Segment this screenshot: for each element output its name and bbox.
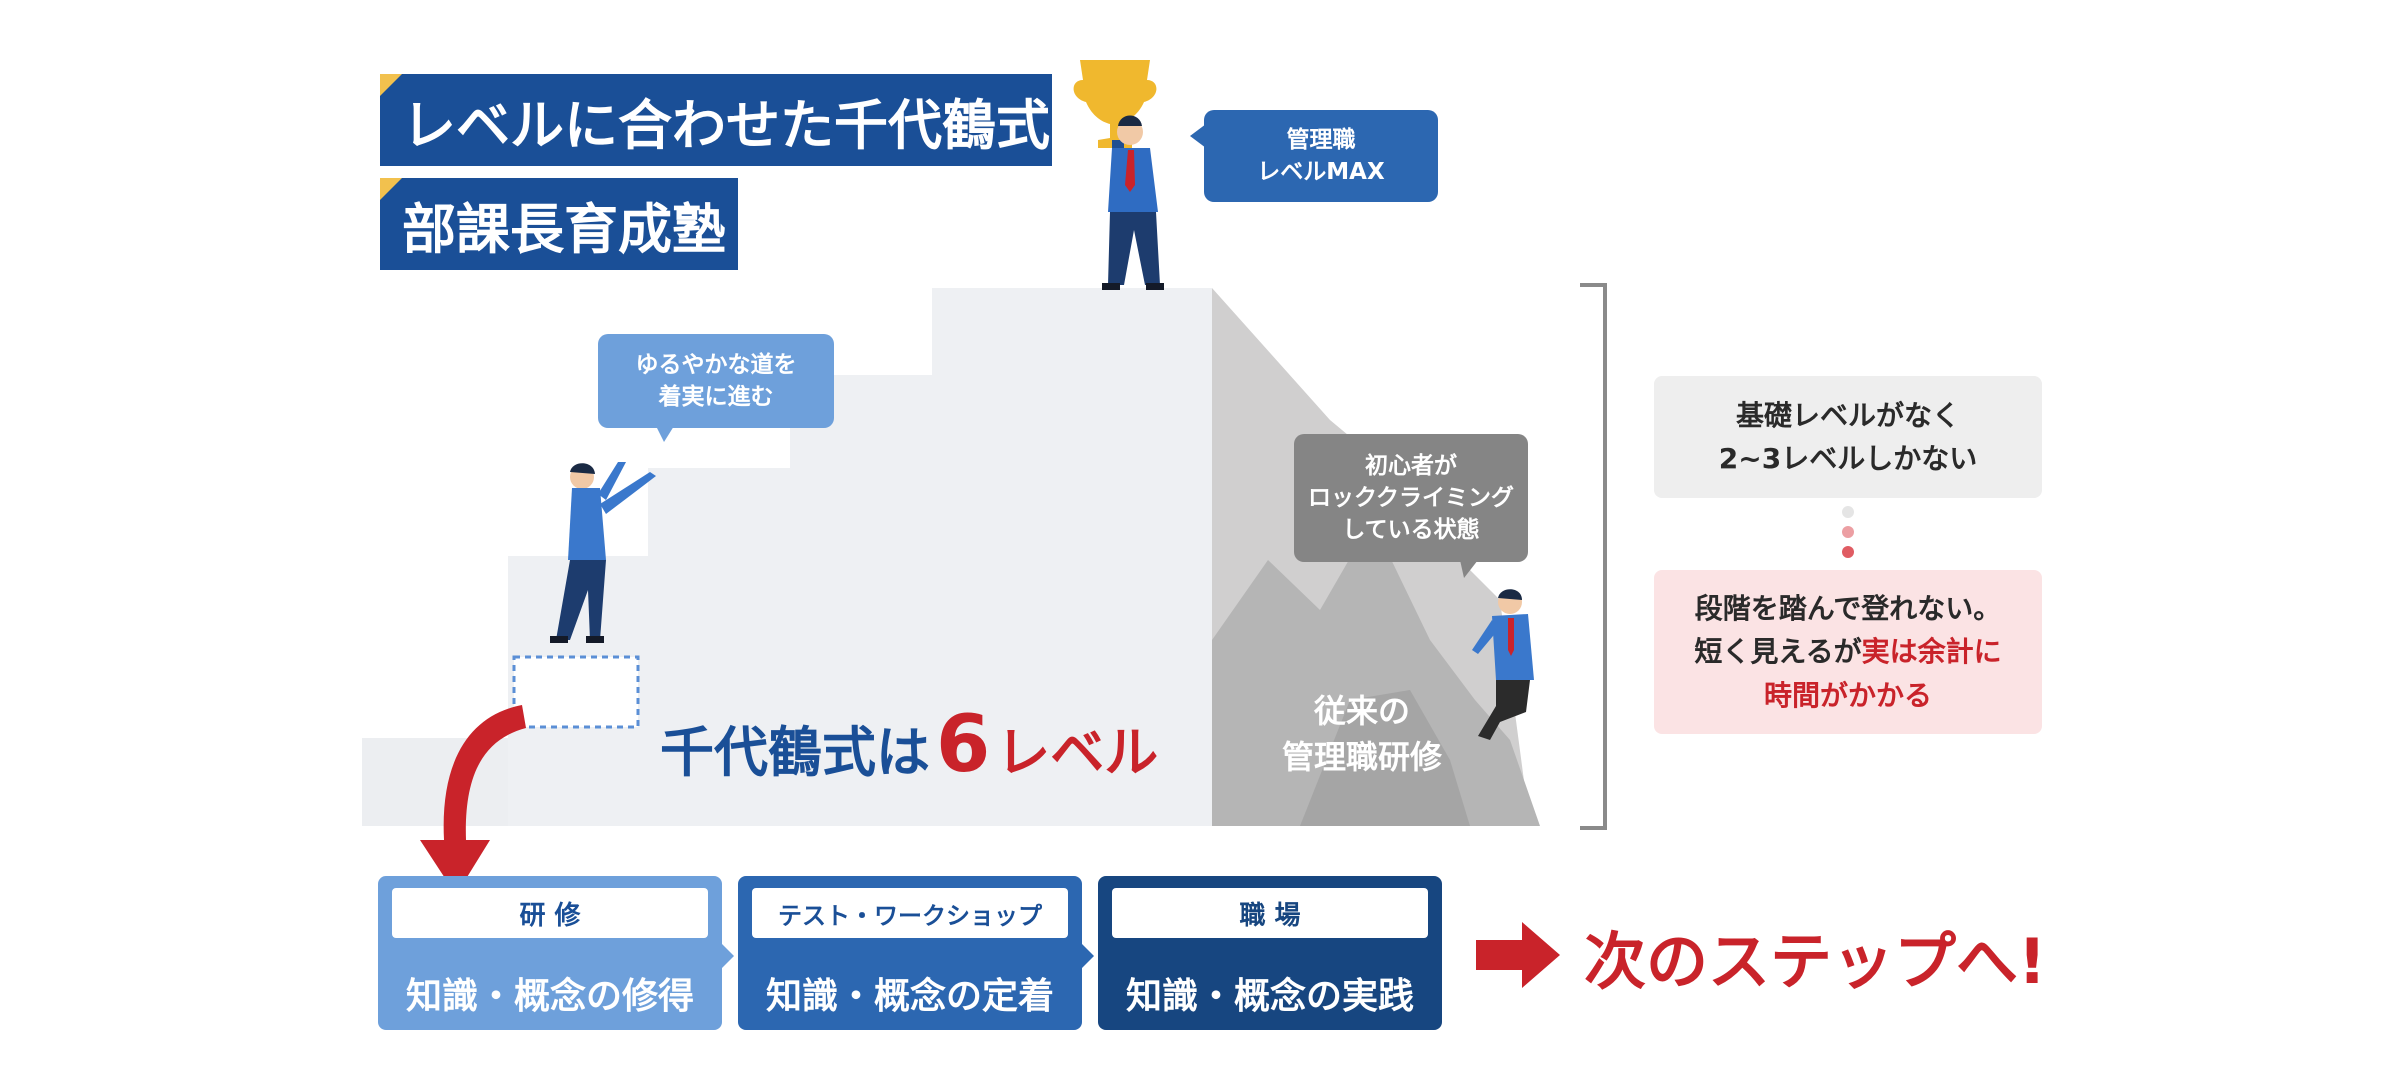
dot	[1842, 506, 1854, 518]
stair-step-4	[790, 468, 932, 826]
process-card-workplace: 職 場 知識・概念の実践	[1098, 876, 1442, 1030]
stairs-label-prefix: 千代鶴式は	[660, 721, 930, 784]
process-tag: テスト・ワークショップ	[752, 888, 1068, 938]
stair-step-5	[932, 375, 1076, 826]
process-connector	[1082, 944, 1094, 968]
gentle-path-bubble: ゆるやかな道を 着実に進む	[598, 334, 834, 428]
title-corner-decoration	[380, 74, 402, 96]
title-line-1: レベルに合わせた千代鶴式	[380, 74, 1052, 166]
beginner-bubble-tail	[1460, 560, 1478, 578]
stairs-label-number: 6	[936, 700, 991, 790]
dot	[1842, 546, 1854, 558]
gentle-path-bubble-tail	[656, 426, 674, 442]
curved-arrow-icon	[420, 705, 526, 895]
manager-bubble-tail	[1190, 124, 1206, 148]
trophy-icon	[1073, 60, 1157, 148]
process-tag: 職 場	[1112, 888, 1428, 938]
process-card-test-workshop: テスト・ワークショップ 知識・概念の定着	[738, 876, 1082, 1030]
next-step-text: 次のステップへ!	[1584, 925, 2047, 998]
process-main: 知識・概念の修得	[405, 976, 694, 1017]
mountain-shade	[1300, 690, 1470, 826]
title-line-2: 部課長育成塾	[380, 178, 738, 270]
process-main: 知識・概念の実践	[1125, 976, 1414, 1017]
arrow-right-icon	[1476, 922, 1560, 988]
title-corner-decoration	[380, 178, 402, 200]
mountain-front	[1212, 520, 1540, 826]
process-tag: 研 修	[392, 888, 708, 938]
dot	[1842, 526, 1854, 538]
stairs-label-suffix: レベル	[996, 721, 1159, 784]
note-no-basic-level: 基礎レベルがなく 2~3レベルしかない	[1654, 376, 2042, 498]
note-takes-longer: 段階を踏んで登れない。 短く見えるが実は余計に 時間がかかる	[1654, 570, 2042, 734]
manager-bubble: 管理職 レベルMAX	[1204, 110, 1438, 202]
stair-step-6	[1076, 288, 1212, 826]
stairs-label: 千代鶴式は 6 レベル	[660, 700, 1158, 790]
beginner-bubble: 初心者が ロッククライミング している状態	[1294, 434, 1528, 562]
process-card-training: 研 修 知識・概念の修得	[378, 876, 722, 1030]
process-main: 知識・概念の定着	[765, 976, 1054, 1017]
empty-step-placeholder	[512, 655, 640, 729]
process-connector	[722, 944, 734, 968]
stair-step-3	[648, 556, 790, 826]
stair-climber-figure	[550, 462, 656, 643]
manager-figure	[1073, 60, 1164, 290]
mountain-label: 従来の 管理職研修	[1281, 692, 1442, 777]
rock-climber-figure	[1472, 589, 1534, 740]
bracket	[1580, 283, 1607, 830]
